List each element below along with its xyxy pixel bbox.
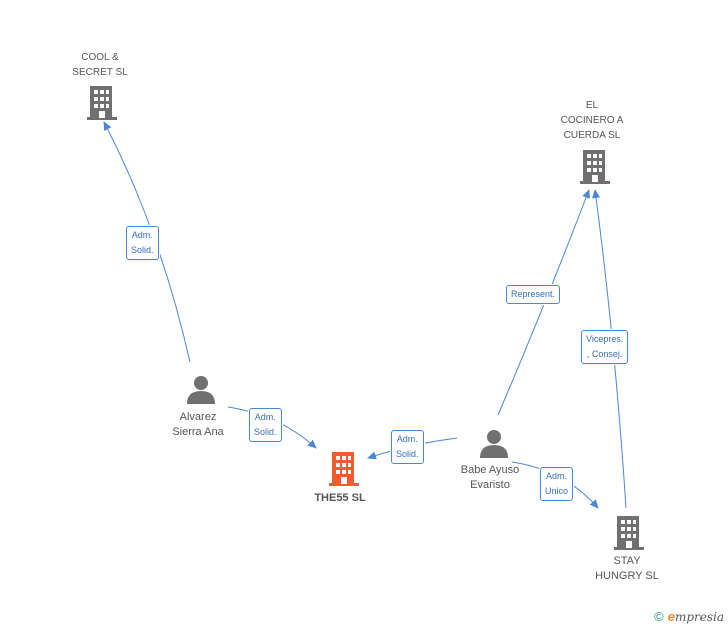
node-label-babe-ayuso: Babe Ayuso Evaristo xyxy=(460,464,520,491)
building-icon[interactable] xyxy=(613,516,645,550)
node-label-el-cocinero: EL COCINERO A CUERDA SL xyxy=(560,100,624,141)
node-label-stay-hungry: STAY HUNGRY SL xyxy=(595,555,659,582)
copyright-symbol: © xyxy=(654,609,664,624)
brand-name: mpresia xyxy=(674,610,724,624)
node-label-alvarez: Alvarez Sierra Ana xyxy=(172,411,224,438)
edge-label-represent: Represent. xyxy=(506,285,561,304)
edge-label-adm-solid: Adm. Solid. xyxy=(249,408,282,442)
edge-label-adm-solid: Adm. Solid. xyxy=(126,226,159,260)
building-icon[interactable] xyxy=(328,452,360,486)
building-icon[interactable] xyxy=(579,150,611,184)
edge-label-adm-unico: Adm. Unico xyxy=(540,467,574,501)
edge-label-vicepres-consej: Vicepres. , Consej. xyxy=(581,330,629,364)
person-icon[interactable] xyxy=(186,374,216,404)
brand-e: e xyxy=(667,609,675,624)
building-icon[interactable] xyxy=(86,86,118,120)
node-label-the55: THE55 SL xyxy=(314,492,366,504)
empresia-watermark: ©empresia xyxy=(654,609,724,624)
node-label-cool-secret: COOL & SECRET SL xyxy=(72,52,128,78)
person-icon[interactable] xyxy=(479,428,509,458)
edge-label-adm-solid: Adm. Solid. xyxy=(391,430,424,464)
